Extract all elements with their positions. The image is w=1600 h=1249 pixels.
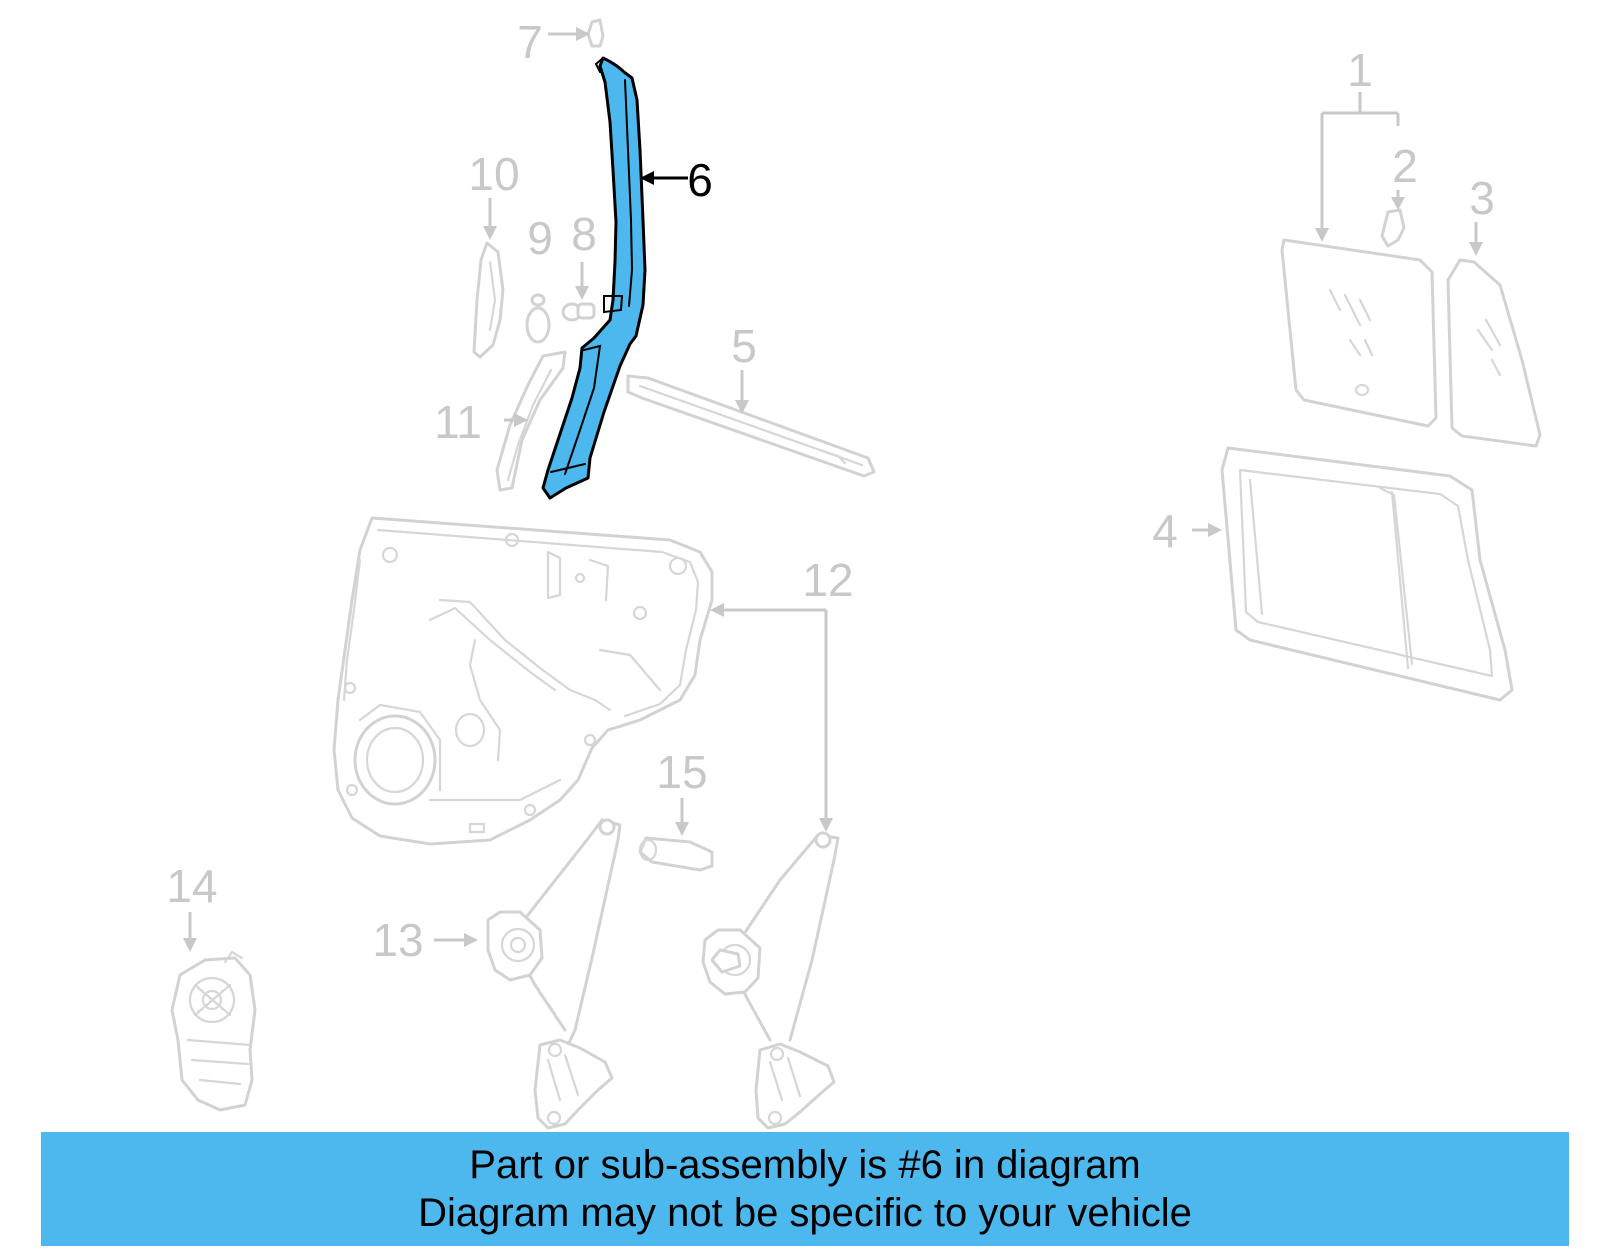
part-13-window-regulator[interactable] bbox=[486, 818, 622, 1130]
part-8-clip[interactable] bbox=[561, 302, 596, 322]
leader-6 bbox=[640, 171, 688, 185]
callout-15: 15 bbox=[656, 746, 707, 798]
inner-door-panel[interactable] bbox=[332, 516, 714, 846]
part-6-run-channel[interactable] bbox=[541, 56, 647, 500]
callout-1: 1 bbox=[1347, 44, 1373, 96]
callout-7: 7 bbox=[517, 16, 543, 68]
part-15-bracket[interactable] bbox=[638, 836, 714, 872]
callout-8: 8 bbox=[571, 208, 597, 260]
part-7-clip[interactable] bbox=[586, 18, 605, 48]
callout-2: 2 bbox=[1392, 140, 1418, 192]
part-3-quarter-glass[interactable] bbox=[1446, 258, 1542, 448]
part-1-door-glass[interactable] bbox=[1280, 238, 1438, 428]
leader-1 bbox=[1315, 92, 1400, 242]
leader-12 bbox=[710, 603, 833, 832]
part-10-trim[interactable] bbox=[472, 241, 505, 359]
leader-11 bbox=[504, 413, 528, 427]
callout-5: 5 bbox=[731, 320, 757, 372]
callout-13: 13 bbox=[372, 914, 423, 966]
leader-8 bbox=[575, 262, 589, 300]
part-5-belt-molding[interactable] bbox=[626, 374, 876, 478]
callout-12: 12 bbox=[802, 554, 853, 606]
leader-4 bbox=[1192, 523, 1222, 537]
leader-5 bbox=[735, 370, 749, 414]
part-11-channel-strip[interactable] bbox=[495, 350, 567, 492]
leader-7 bbox=[548, 27, 590, 41]
leader-15 bbox=[675, 798, 689, 836]
callout-6: 6 bbox=[687, 154, 713, 206]
leader-2 bbox=[1391, 190, 1405, 210]
callout-10: 10 bbox=[468, 148, 519, 200]
part-4-glass-run-frame[interactable] bbox=[1220, 446, 1514, 702]
callout-9: 9 bbox=[527, 212, 553, 264]
leader-14 bbox=[183, 912, 197, 952]
callout-14: 14 bbox=[166, 860, 217, 912]
leader-10 bbox=[483, 198, 497, 240]
banner-line-part: Part or sub-assembly is #6 in diagram bbox=[469, 1143, 1141, 1187]
banner-line-disclaimer: Diagram may not be specific to your vehi… bbox=[418, 1191, 1192, 1235]
leader-3 bbox=[1469, 222, 1483, 256]
part-14-regulator-motor[interactable] bbox=[170, 950, 257, 1112]
leader-13 bbox=[434, 933, 478, 947]
part-2-clip[interactable] bbox=[1380, 208, 1406, 248]
info-banner: Part or sub-assembly is #6 in diagram Di… bbox=[41, 1132, 1569, 1246]
callout-3: 3 bbox=[1469, 172, 1495, 224]
part-12-window-regulator[interactable] bbox=[701, 831, 840, 1130]
callout-4: 4 bbox=[1152, 505, 1178, 557]
callout-11: 11 bbox=[434, 396, 482, 448]
part-9-grommet[interactable] bbox=[525, 293, 551, 344]
